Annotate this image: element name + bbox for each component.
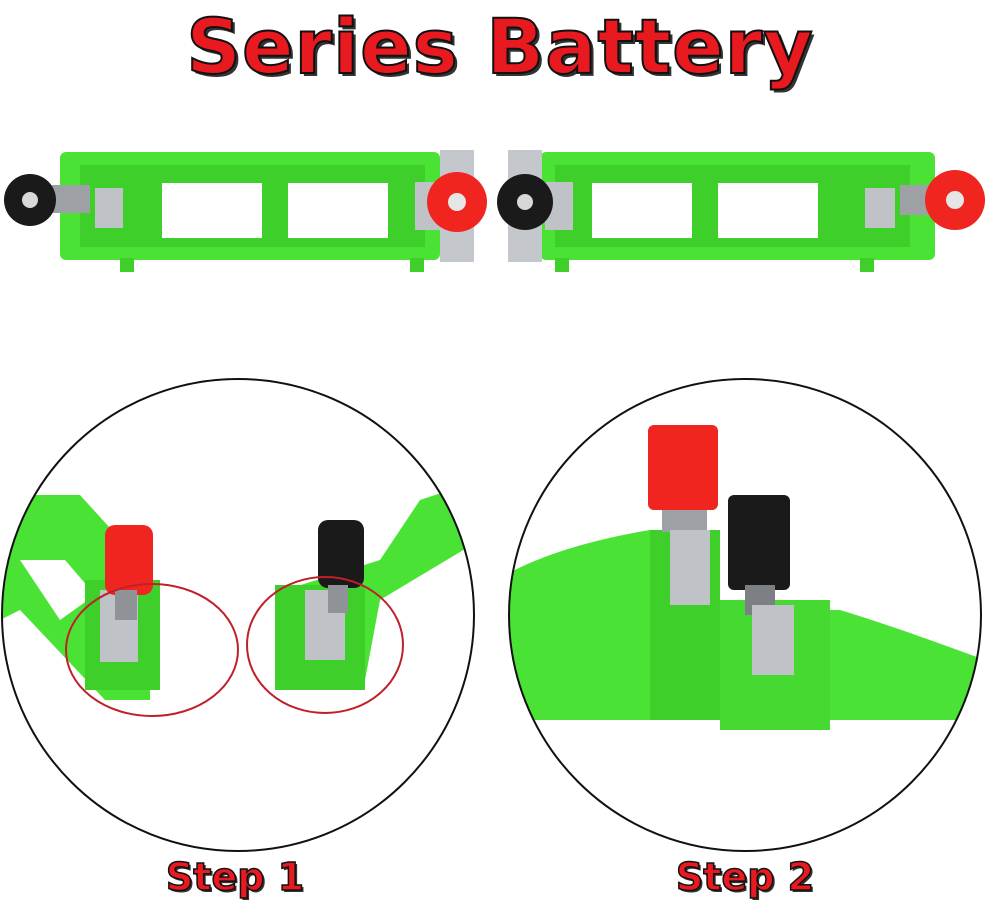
terminal-red-center: [427, 172, 487, 232]
step-2-label: Step 2: [675, 854, 815, 900]
page-title: Series Battery: [185, 1, 814, 92]
step-1-label: Step 1: [165, 854, 305, 900]
series-battery-holder-photo: [4, 150, 985, 272]
terminal-black-center: [497, 174, 553, 230]
highlight-ellipse-left: [65, 583, 239, 717]
step2-detail-photo: [509, 379, 981, 851]
highlight-ellipse-right: [246, 576, 404, 714]
terminal-red-right: [900, 170, 985, 230]
left-battery-holder: [60, 152, 443, 272]
right-battery-holder: [540, 152, 935, 272]
terminal-black-left: [4, 174, 90, 226]
